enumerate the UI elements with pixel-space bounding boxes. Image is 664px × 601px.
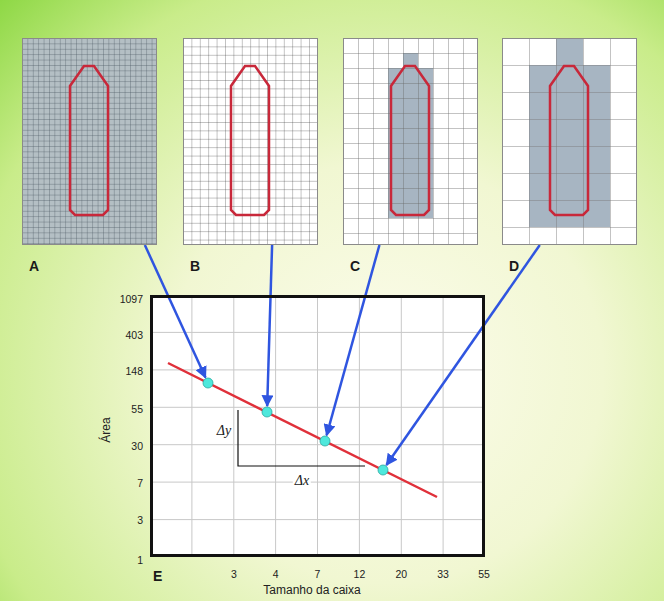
slope-label: Δy: [215, 423, 233, 438]
slope-label: Δx: [293, 473, 311, 488]
grid-line: [443, 295, 444, 557]
box-grid: [343, 38, 478, 245]
shape-outline: [70, 66, 108, 215]
data-point: [262, 407, 272, 417]
axis-tick: 7: [137, 478, 143, 490]
panel-letter: D: [509, 259, 519, 273]
grid-panel: C: [343, 38, 478, 245]
data-point: [320, 436, 330, 446]
shape-outline: [550, 66, 588, 215]
box-grid: [183, 38, 318, 245]
grid-panel: D: [502, 38, 637, 245]
box-grid: [22, 38, 157, 245]
panel-ground: [343, 38, 478, 245]
chart-grid: [150, 295, 485, 557]
axis-tick: 55: [131, 404, 143, 416]
axis-tick: 3: [137, 515, 143, 527]
axis-tick: 33: [437, 569, 449, 581]
axis-tick: 30: [131, 441, 143, 453]
grid-line: [150, 332, 485, 333]
log-log-chart: [150, 295, 485, 557]
panel-letter: A: [29, 259, 39, 273]
pointer-arrow: [267, 245, 272, 406]
fit-line: [168, 363, 437, 497]
axis-tick: 403: [125, 330, 143, 342]
axis-tick: 7: [315, 569, 321, 581]
pointer-arrow: [327, 245, 380, 435]
axis-tick: 1097: [120, 294, 143, 306]
grid-line: [317, 295, 318, 557]
panel-letter: C: [350, 259, 360, 273]
box-grid: [502, 38, 637, 245]
axis-tick: 1: [137, 555, 143, 567]
grid-line: [401, 295, 402, 557]
axis-title: Tamanho da caixa: [263, 584, 360, 597]
grid-panel-art: [502, 38, 637, 245]
axis-tick: 55: [478, 569, 490, 581]
grid-line: [359, 295, 360, 557]
chart-box: E: [150, 295, 485, 557]
grid-panel: B: [183, 38, 318, 245]
axis-tick: 20: [395, 569, 407, 581]
panel-ground: [22, 38, 157, 245]
grid-line: [150, 519, 485, 520]
panel-letter: B: [190, 259, 200, 273]
grid-line: [150, 369, 485, 370]
grid-line: [150, 407, 485, 408]
slope-bracket: [238, 410, 365, 466]
data-point: [378, 465, 388, 475]
axis-tick: 12: [354, 569, 366, 581]
grid-panel-art: [22, 38, 157, 245]
shape-outline: [231, 66, 269, 215]
grid-panel-art: [183, 38, 318, 245]
axis-tick: 3: [231, 569, 237, 581]
axis-title: Área: [100, 417, 113, 442]
pointer-arrow: [386, 245, 539, 465]
panel-letter: E: [153, 569, 162, 583]
grid-line: [275, 295, 276, 557]
axis-tick: 148: [125, 366, 143, 378]
grid-line: [150, 482, 485, 483]
grid-line: [150, 444, 485, 445]
data-point: [203, 378, 213, 388]
pointer-arrow: [145, 245, 206, 378]
panel-ground: [183, 38, 318, 245]
grid-line: [233, 295, 234, 557]
grid-line: [191, 295, 192, 557]
axis-tick: 4: [273, 569, 279, 581]
chart-ground: [150, 295, 485, 557]
grid-panel-art: [343, 38, 478, 245]
shape-outline: [391, 66, 429, 215]
grid-panel: A: [22, 38, 157, 245]
panel-ground: [502, 38, 637, 245]
